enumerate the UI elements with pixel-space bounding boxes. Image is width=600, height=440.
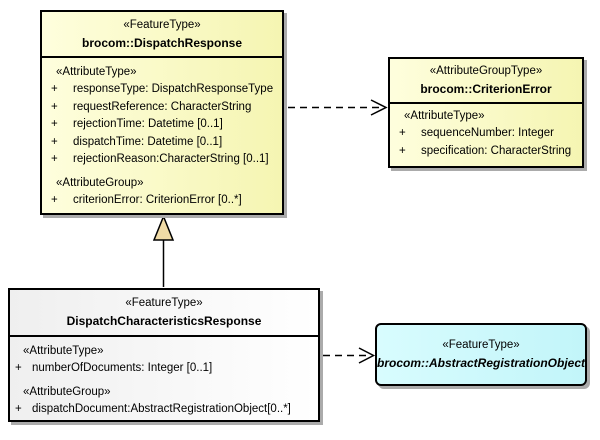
visibility-plus: + <box>51 83 58 95</box>
open-arrowhead-icon <box>370 99 388 116</box>
dependency-connector-abstract-registration-object[interactable] <box>323 347 376 364</box>
visibility-plus: + <box>51 100 58 113</box>
visibility-plus: + <box>51 193 58 206</box>
attribute-text: specification: CharacterString <box>421 144 572 157</box>
attributes-compartment: «AttributeType» + responseType: Dispatch… <box>42 58 282 209</box>
attribute-text: dispatchDocument:AbstractRegistrationObj… <box>32 402 291 415</box>
stereotype-label: «FeatureType» <box>123 18 201 31</box>
attribute-row: + specification: CharacterString <box>390 143 582 161</box>
attribute-row: + dispatchTime: Datetime [0..1] <box>42 134 282 152</box>
generalization-connector[interactable] <box>152 214 175 288</box>
attribute-stereotype-heading: «AttributeGroup» <box>56 176 144 189</box>
class-header: «FeatureType» brocom::DispatchResponse <box>42 12 282 58</box>
attribute-text: rejectionTime: Datetime [0..1] <box>73 118 223 130</box>
attribute-stereotype-heading: «AttributeType» <box>56 66 137 78</box>
attribute-row: + criterionError: CriterionError [0..*] <box>42 192 282 210</box>
attributes-compartment: «AttributeType» + sequenceNumber: Intege… <box>390 104 582 160</box>
attribute-row: + rejectionTime: Datetime [0..1] <box>42 116 282 134</box>
stereotype-label: «FeatureType» <box>442 339 520 351</box>
attribute-row: + numberOfDocuments: Integer [0..1] <box>10 360 318 378</box>
visibility-plus: + <box>399 127 406 139</box>
attribute-stereotype-heading: «AttributeType» <box>404 110 485 122</box>
class-name: brocom::CriterionError <box>420 82 552 96</box>
visibility-plus: + <box>51 118 58 130</box>
attribute-text: criterionError: CriterionError [0..*] <box>73 193 242 206</box>
attribute-text: numberOfDocuments: Integer [0..1] <box>32 362 213 374</box>
class-box-criterion-error[interactable]: «AttributeGroupType» brocom::CriterionEr… <box>388 57 584 168</box>
class-header: «FeatureType» brocom::AbstractRegistrati… <box>377 325 585 384</box>
attribute-text: sequenceNumber: Integer <box>421 127 554 139</box>
class-name: DispatchCharacteristicsResponse <box>66 314 262 328</box>
dependency-connector-criterion-error[interactable] <box>288 99 388 116</box>
class-name: brocom::AbstractRegistrationObject <box>376 356 586 370</box>
attribute-text: requestReference: CharacterString <box>73 100 252 113</box>
triangle-arrowhead-icon <box>152 214 175 241</box>
attribute-stereotype-heading: «AttributeType» <box>23 345 104 357</box>
open-arrowhead-icon <box>358 347 376 364</box>
attribute-row: + sequenceNumber: Integer <box>390 125 582 143</box>
visibility-plus: + <box>51 135 58 148</box>
attribute-text: rejectionReason:CharacterString [0..1] <box>73 153 269 165</box>
attribute-row: + responseType: DispatchResponseType <box>42 81 282 99</box>
visibility-plus: + <box>51 153 58 165</box>
stereotype-label: «FeatureType» <box>125 297 203 309</box>
attribute-stereotype-heading: «AttributeGroup» <box>23 385 111 398</box>
class-name: brocom::DispatchResponse <box>81 35 243 50</box>
stereotype-label: «AttributeGroupType» <box>429 65 543 77</box>
class-box-dispatch-characteristics-response[interactable]: «FeatureType» DispatchCharacteristicsRes… <box>8 288 320 422</box>
class-box-abstract-registration-object[interactable]: «FeatureType» brocom::AbstractRegistrati… <box>375 323 587 386</box>
attribute-row: + requestReference: CharacterString <box>42 99 282 117</box>
attribute-row: + dispatchDocument:AbstractRegistrationO… <box>10 401 318 419</box>
attribute-text: responseType: DispatchResponseType <box>73 83 274 95</box>
attributes-compartment: «AttributeType» + numberOfDocuments: Int… <box>10 337 318 418</box>
visibility-plus: + <box>15 402 22 415</box>
attribute-row: + rejectionReason:CharacterString [0..1] <box>42 151 282 169</box>
visibility-plus: + <box>15 362 22 374</box>
class-box-dispatch-response[interactable]: «FeatureType» brocom::DispatchResponse «… <box>40 10 284 215</box>
visibility-plus: + <box>399 144 406 157</box>
attribute-text: dispatchTime: Datetime [0..1] <box>73 135 223 148</box>
class-header: «FeatureType» DispatchCharacteristicsRes… <box>10 290 318 337</box>
class-header: «AttributeGroupType» brocom::CriterionEr… <box>390 59 582 104</box>
